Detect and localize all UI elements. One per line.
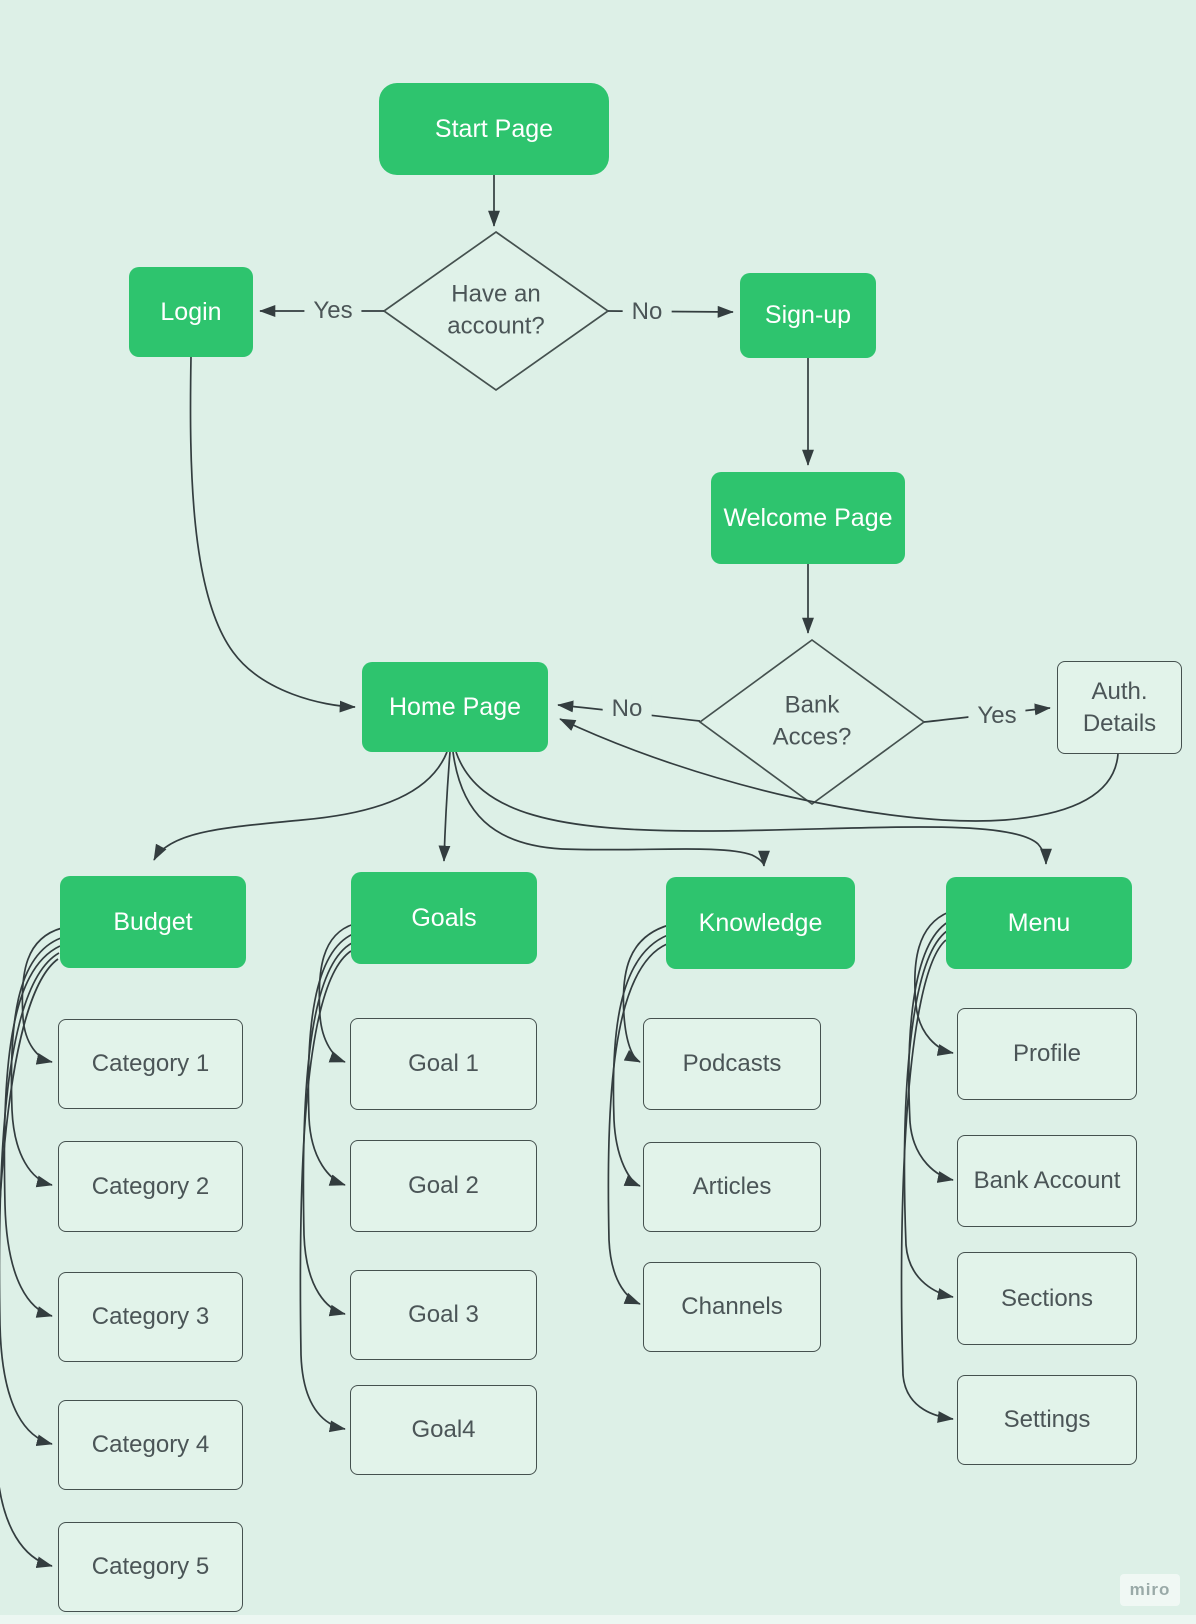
node-bank-account[interactable]: Bank Account [957,1135,1137,1227]
miro-watermark: miro [1120,1574,1180,1606]
connector-budget-to-category-4 [0,952,60,1447]
connector-login-to-home [189,356,356,713]
connector-goals-to-goal-1 [318,923,355,1063]
node-budget[interactable]: Budget [60,876,246,968]
node-goal-3[interactable]: Goal 3 [350,1270,537,1360]
node-sign-up[interactable]: Sign-up [740,273,876,358]
connector-home-to-menu [455,751,1052,865]
node-category-1[interactable]: Category 1 [58,1019,243,1109]
node-welcome-page[interactable]: Welcome Page [711,472,905,564]
node-menu[interactable]: Menu [946,877,1132,969]
node-profile[interactable]: Profile [957,1008,1137,1100]
connector-goals-to-goal-4 [299,950,352,1433]
node-have-account-label: Have an account? [447,280,545,340]
edge-label-yes: Yes [968,702,1026,730]
connector-menu-to-sections [903,930,954,1300]
node-home-page[interactable]: Home Page [362,662,548,752]
node-bank-access-label: Bank Acces? [772,691,852,751]
node-podcasts[interactable]: Podcasts [643,1018,821,1110]
node-sections[interactable]: Sections [957,1252,1137,1345]
node-start-page[interactable]: Start Page [379,83,609,175]
decision-shape-bank-access[interactable] [698,638,926,806]
node-login[interactable]: Login [129,267,253,357]
connector-budget-to-category-5 [0,958,59,1569]
connector-knowledge-to-channels [607,943,668,1305]
canvas-bottom-edge [0,1615,1196,1624]
connector-home-to-knowledge [452,751,770,867]
connector-home-to-budget [153,751,448,861]
node-auth-details[interactable]: Auth. Details [1057,661,1182,754]
connector-menu-to-settings [900,939,954,1423]
node-articles[interactable]: Articles [643,1142,821,1232]
connector-knowledge-to-podcasts [622,924,670,1063]
node-settings[interactable]: Settings [957,1375,1137,1465]
node-knowledge[interactable]: Knowledge [666,877,855,969]
connector-goals-to-goal-2 [307,933,354,1186]
connector-auth-to-home [559,718,1119,822]
edge-label-no: No [602,695,652,723]
edge-label-no: No [622,298,672,326]
connector-budget-to-category-2 [10,937,62,1188]
node-category-3[interactable]: Category 3 [58,1272,243,1362]
node-goal-2[interactable]: Goal 2 [350,1140,537,1232]
decision-shape-have-account[interactable] [382,230,610,392]
node-goals[interactable]: Goals [351,872,537,964]
node-goal-4[interactable]: Goal4 [350,1385,537,1475]
node-category-5[interactable]: Category 5 [58,1522,243,1612]
connector-menu-to-bank-account [908,921,954,1183]
node-goal-1[interactable]: Goal 1 [350,1018,537,1110]
edge-label-yes: Yes [304,297,362,325]
connector-home-to-goals [438,751,451,862]
connector-knowledge-to-articles [612,934,669,1187]
node-channels[interactable]: Channels [643,1262,821,1352]
node-category-4[interactable]: Category 4 [58,1400,243,1490]
connector-budget-to-category-3 [3,945,61,1318]
node-category-2[interactable]: Category 2 [58,1141,243,1232]
connector-goals-to-goal-3 [302,942,353,1317]
